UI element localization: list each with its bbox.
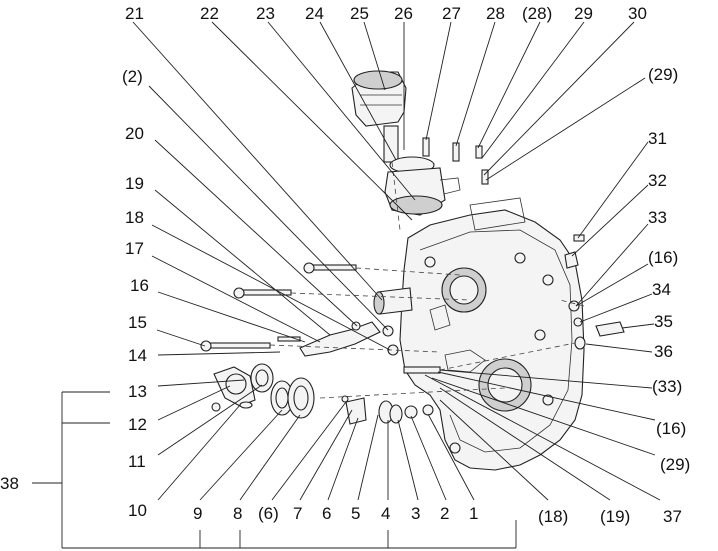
callout-29-ref-bottom: (29) (660, 455, 690, 474)
callout-9: 9 (193, 504, 202, 523)
callout-3: 3 (411, 504, 420, 523)
callout-25: 25 (350, 4, 369, 23)
callout-12: 12 (128, 415, 147, 434)
callout-20: 20 (125, 124, 144, 143)
callout-6: 6 (322, 504, 331, 523)
callout-31: 31 (648, 129, 667, 148)
callout-33-ref: (33) (652, 377, 682, 396)
callout-28: 28 (486, 4, 505, 23)
callout-6-ref: (6) (258, 504, 279, 523)
callout-29-ref-top: (29) (648, 65, 678, 84)
sleeve (373, 287, 413, 315)
callout-27: 27 (442, 4, 461, 23)
oil-filter-assembly (351, 70, 461, 216)
callout-18-ref: (18) (538, 507, 568, 526)
callout-2-ref: (2) (122, 67, 143, 86)
bracket (299, 321, 399, 357)
callout-38: 38 (0, 474, 19, 493)
callout-2: 2 (440, 504, 449, 523)
callout-29: 29 (574, 4, 593, 23)
callout-26: 26 (394, 4, 413, 23)
callout-28-ref: (28) (522, 4, 552, 23)
callout-11: 11 (128, 452, 146, 471)
callout-23: 23 (256, 4, 275, 23)
right-fittings (564, 234, 625, 350)
callout-5: 5 (351, 504, 360, 523)
callout-35: 35 (654, 312, 673, 331)
callout-19: 19 (125, 174, 144, 193)
callout-10: 10 (128, 501, 147, 520)
callout-30: 30 (628, 4, 647, 23)
callout-18: 18 (125, 208, 144, 227)
callout-labels: 21 22 23 24 25 26 27 28 (28) 29 30 (29) … (0, 4, 690, 526)
callout-33: 33 (648, 208, 667, 227)
callout-17: 17 (125, 239, 144, 258)
callout-13: 13 (128, 382, 147, 401)
callout-8: 8 (233, 504, 242, 523)
crankcase-housing (399, 209, 585, 471)
callout-32: 32 (648, 171, 667, 190)
callout-4: 4 (381, 504, 390, 523)
leader-lines (32, 21, 661, 549)
callout-16-ref-b: (16) (656, 419, 686, 438)
callout-37: 37 (663, 507, 682, 526)
callout-36: 36 (654, 342, 673, 361)
bearing-stack (211, 363, 315, 419)
callout-15: 15 (128, 313, 147, 332)
callout-16: 16 (130, 276, 149, 295)
shaft-parts (341, 366, 441, 425)
callout-22: 22 (200, 4, 219, 23)
callout-19-ref: (19) (600, 507, 630, 526)
callout-24: 24 (305, 4, 324, 23)
callout-7: 7 (293, 504, 302, 523)
left-bolts (200, 262, 357, 352)
callout-16-ref-a: (16) (648, 248, 678, 267)
callout-34: 34 (652, 280, 671, 299)
callout-1: 1 (469, 504, 478, 523)
callout-14: 14 (128, 346, 147, 365)
callout-21: 21 (125, 4, 144, 23)
